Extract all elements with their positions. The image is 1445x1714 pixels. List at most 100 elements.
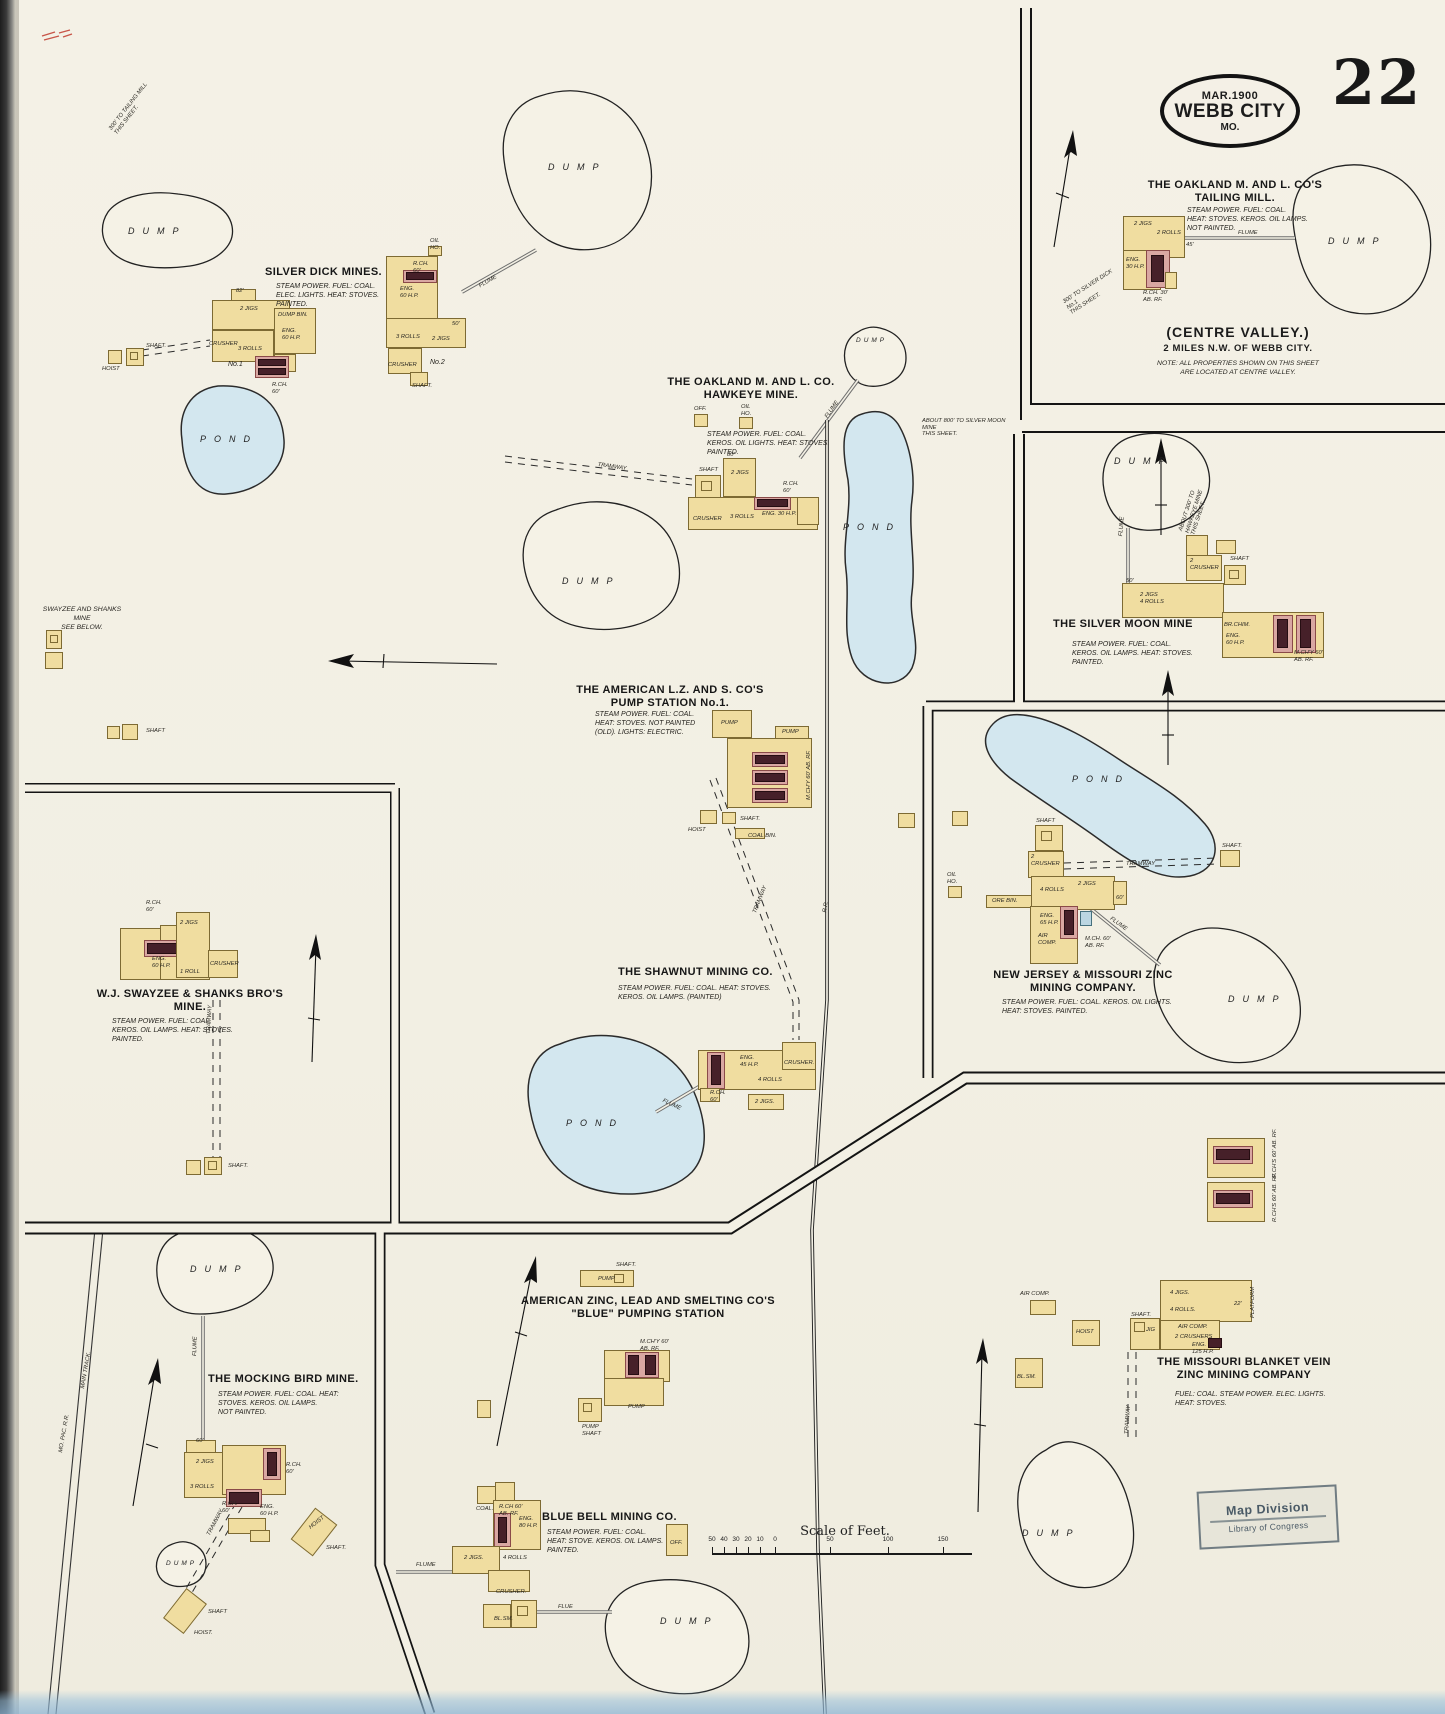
map-label: AIR COMP. [1020,1291,1050,1297]
map-label: CRUSHER [210,961,239,967]
map-label: 2 JIGS. [464,1555,484,1561]
building [1031,876,1115,910]
boiler [711,1055,721,1085]
map-label: CRUSHER [693,516,722,522]
building [723,458,756,497]
bottom-edge-tint [0,1690,1445,1714]
map-label: SHAFT. [326,1545,347,1551]
pond-label: POND [843,522,902,532]
water-tank [1080,911,1092,926]
map-label: R.CH.60' [286,1462,302,1475]
scale-bar [712,1553,972,1555]
building [176,912,210,978]
map-label: 2 ROLLS [1157,230,1181,236]
boiler [406,272,434,280]
map-label: PUMP [628,1404,645,1410]
map-label: ENG.80 H.P. [519,1516,538,1529]
building [1122,583,1224,618]
building [477,1400,491,1418]
map-label: 82' [236,288,244,294]
map-label: 45' [1186,242,1194,248]
scale-tick-mark [712,1547,713,1555]
pond-shapes [180,385,1216,1195]
map-label: SHAFT. [146,343,167,349]
boiler [1064,910,1074,935]
building [1113,881,1127,905]
building [1035,825,1063,851]
spec-blue-bell: STEAM POWER. FUEL: COAL.HEAT: STOVE. KER… [547,1529,664,1555]
scale-tick-mark [888,1547,889,1555]
building-inner [130,352,138,360]
title-silver-moon-mine: THE SILVER MOON MINE [1053,618,1193,630]
spec-missouri-blanket-vein: FUEL: COAL. STEAM POWER. ELEC. LIGHTS.HE… [1175,1391,1326,1408]
map-label: TRAMWAY [1126,861,1156,867]
boiler [757,499,788,507]
map-label: 3 ROLLS [730,514,754,520]
building [666,1524,688,1556]
building [1072,1320,1100,1346]
boiler [1208,1338,1222,1348]
map-label: FLUME [192,1336,199,1357]
map-label: ENG.125 H.P. [1192,1342,1214,1355]
boiler [628,1355,639,1375]
map-label: 4 ROLLS. [1170,1307,1196,1313]
map-label: COAL BIN. [748,833,777,839]
building [45,652,63,669]
building [410,372,428,386]
map-label: 4 JIGS. [1170,1290,1190,1296]
scale-tick-number: 20 [744,1536,752,1543]
building [898,813,915,828]
boiler [1151,255,1164,282]
map-label: ENG.60 H.P. [1226,633,1245,646]
spec-tailing-mill: STEAM POWER. FUEL: COAL.HEAT: STOVES. KE… [1187,207,1308,233]
loc-stamp-line2: Library of Congress [1228,1519,1309,1534]
map-label: SHAFT. [412,383,433,389]
building [120,928,162,980]
map-label: FLUME [416,1562,436,1568]
boiler [147,943,177,954]
map-label: SHAFT [699,467,719,473]
boiler [267,1452,277,1476]
map-label: SHAFT [1036,818,1056,824]
building [1160,1280,1252,1322]
boiler [258,368,286,375]
spec-silver-moon: STEAM POWER. FUEL: COAL.KEROS. OIL LAMPS… [1072,641,1193,667]
building [700,1088,720,1102]
map-label: OFF. [670,1540,683,1546]
boiler [498,1517,507,1543]
building-inner [1229,570,1239,579]
map-label: R.CH.60' [783,481,799,494]
building [274,308,316,354]
map-label: HOIST. [194,1630,213,1636]
building [797,497,819,525]
scale-tick-number: 100 [882,1536,894,1543]
library-of-congress-stamp: Map Division Library of Congress [1196,1484,1340,1550]
map-label: R.CH'S 60' AB. RF. [1272,1172,1278,1222]
map-label: R.CH. 30'AB. RF. [1143,290,1168,303]
building-inner [1041,831,1052,841]
building [578,1398,602,1422]
building [386,318,466,348]
scale-tick-mark [724,1547,725,1555]
map-label: 4 ROLLS [503,1555,527,1561]
map-label: ENG.60 H.P. [400,286,419,299]
building [208,950,238,978]
spec-new-jersey: STEAM POWER. FUEL: COAL. KEROS. OIL LIGH… [1002,999,1172,1016]
map-label: ENG. 30 H.P. [762,511,797,517]
building [428,246,442,256]
map-label: CRUSHER. [784,1060,815,1066]
boiler [755,773,785,782]
scale-tick-number: 40 [720,1536,728,1543]
spec-pump-station: STEAM POWER. FUEL: COAL.HEAT: STOVES. NO… [595,711,696,737]
